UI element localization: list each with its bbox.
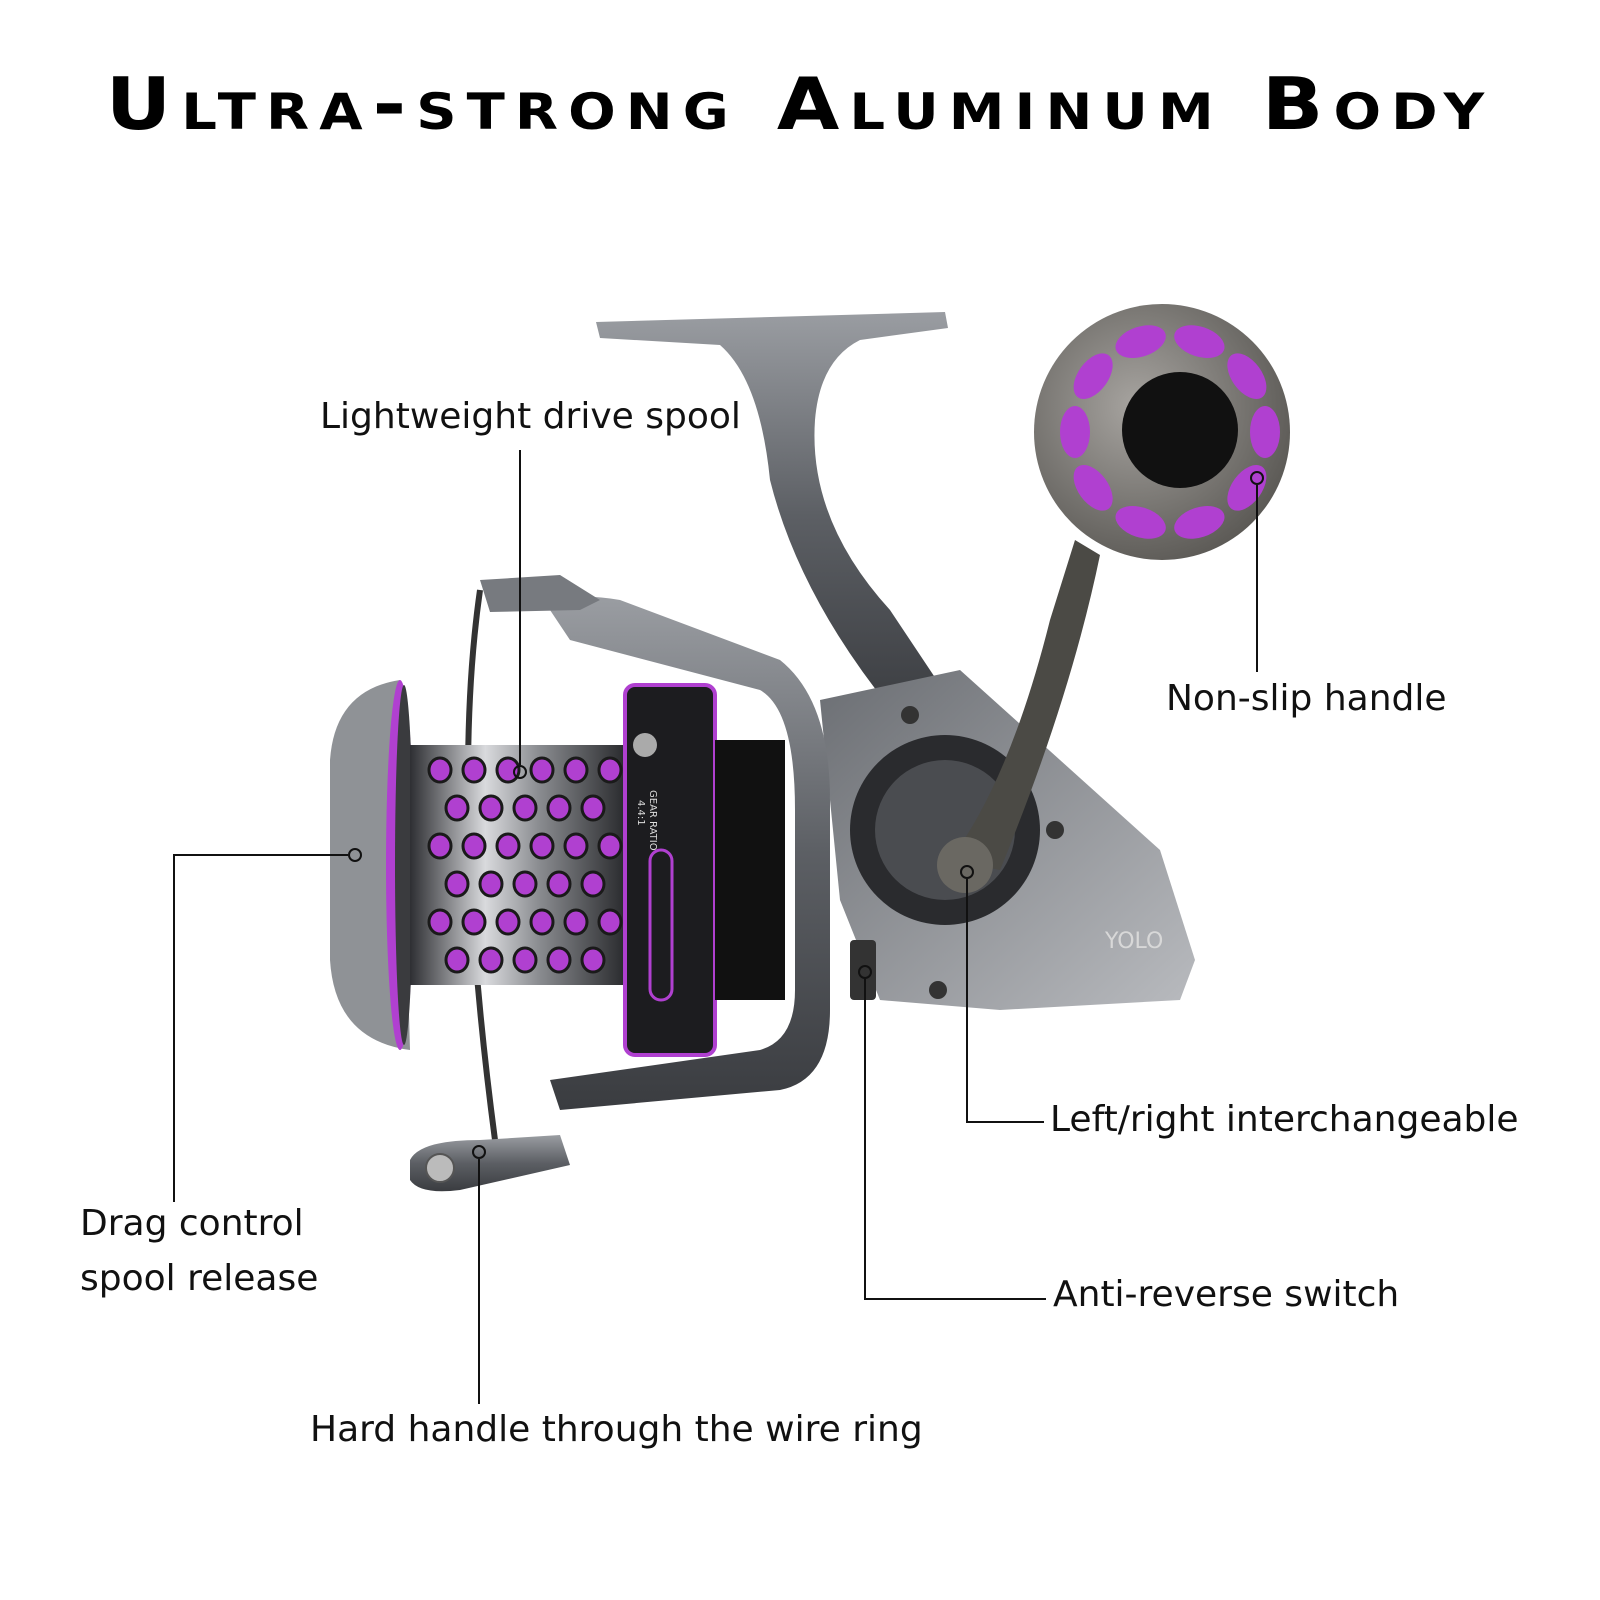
callout-drag-label-1: Drag control: [80, 1203, 304, 1244]
rotor-arm: [550, 596, 830, 1110]
spool-hole: [512, 794, 538, 822]
spool-hole: [529, 756, 555, 784]
spool-hole: [427, 756, 453, 784]
callout-anti-reverse-dot: [858, 965, 872, 979]
spool-hole: [546, 794, 572, 822]
spool-hole: [427, 908, 453, 936]
spool-hole: [580, 794, 606, 822]
spool-hole: [478, 870, 504, 898]
page-title: Ultra-strong Aluminum Body: [105, 62, 1495, 146]
knob-grip-hole: [1115, 325, 1166, 359]
spool-hole: [597, 832, 623, 860]
knob-grip-hole: [1174, 505, 1225, 539]
knob-grip-hole: [1227, 353, 1267, 399]
spool-hole: [597, 908, 623, 936]
spool-hole: [512, 870, 538, 898]
spool-hole: [580, 870, 606, 898]
spool-hole: [427, 832, 453, 860]
spool-hole: [563, 756, 589, 784]
knob-grip-hole: [1174, 325, 1225, 359]
gear-ratio-value: 4.4:1: [635, 800, 646, 826]
callout-interchangeable-dot: [960, 865, 974, 879]
spool-hole: [444, 946, 470, 974]
callout-anti-reverse-label: Anti-reverse switch: [1053, 1274, 1400, 1315]
spool-holes: [427, 756, 623, 974]
callout-bail-label: Hard handle through the wire ring: [310, 1409, 923, 1450]
callout-interchangeable-label: Left/right interchangeable: [1050, 1099, 1519, 1140]
spool-hole: [461, 756, 487, 784]
knob-grip-hole: [1073, 353, 1113, 399]
spool-hole: [444, 870, 470, 898]
body-brand-mark: YOLO: [1104, 929, 1163, 954]
knob-grip-hole: [1060, 406, 1090, 458]
callout-anti-reverse-line-h: [864, 1298, 1046, 1300]
callout-bail-dot: [472, 1145, 486, 1159]
callout-interchangeable-line-v: [966, 879, 968, 1122]
spool-hole: [444, 794, 470, 822]
spool-hole: [478, 946, 504, 974]
knob-grip-hole: [1250, 406, 1280, 458]
spool-hole: [529, 908, 555, 936]
spool-body: [410, 745, 625, 985]
gear-ratio-label: GEAR RATIO: [647, 790, 658, 851]
callout-drag-line-h: [174, 854, 348, 856]
callout-spool-dot: [513, 765, 527, 779]
callout-spool-line: [519, 450, 521, 765]
callout-drag-label-2: spool release: [80, 1258, 319, 1299]
callout-handle-dot: [1250, 471, 1264, 485]
callout-drag-dot: [348, 848, 362, 862]
callout-interchangeable-line-h: [966, 1121, 1044, 1123]
spool-hole: [478, 794, 504, 822]
spool-hole: [512, 946, 538, 974]
spool-hole: [461, 832, 487, 860]
rod-foot: [596, 312, 950, 720]
callout-spool-label: Lightweight drive spool: [320, 396, 741, 437]
callout-handle-label: Non-slip handle: [1166, 678, 1447, 719]
spool-hole: [495, 832, 521, 860]
knob-grip-hole: [1115, 505, 1166, 539]
callout-bail-line: [478, 1159, 480, 1404]
spool-hole: [546, 870, 572, 898]
callout-handle-line: [1256, 485, 1258, 672]
handle-arm: [950, 540, 1100, 870]
spool-hole: [580, 946, 606, 974]
knob-grip-holes: [1060, 325, 1280, 539]
callout-anti-reverse-line-v: [864, 979, 866, 1299]
knob-grip-hole: [1073, 465, 1113, 511]
spool-hole: [529, 832, 555, 860]
spool-hole: [597, 756, 623, 784]
spool-hole: [563, 908, 589, 936]
spool-hole: [495, 908, 521, 936]
spool-hole: [563, 832, 589, 860]
spool-hole: [546, 946, 572, 974]
spool-hole: [461, 908, 487, 936]
callout-drag-line-v: [173, 854, 175, 1202]
